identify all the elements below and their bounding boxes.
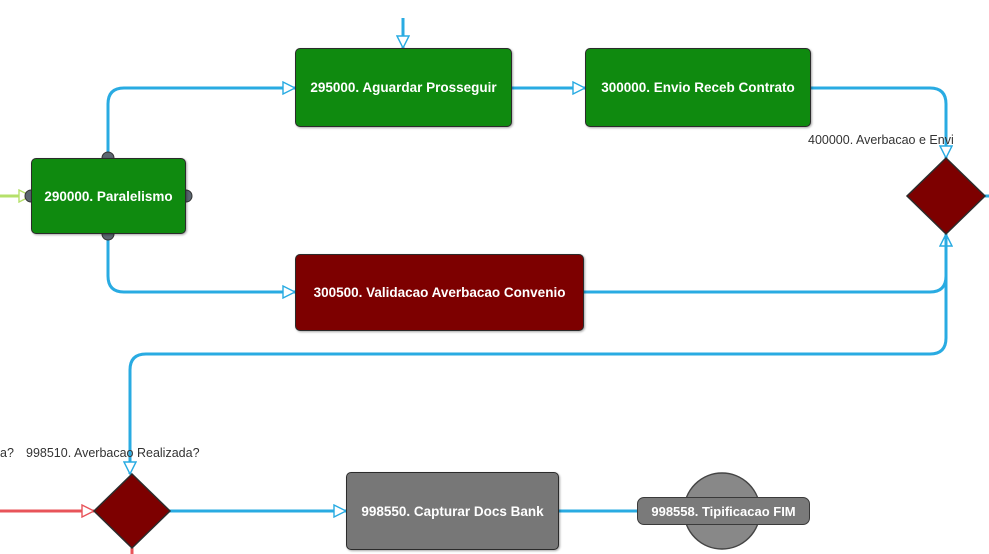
gateway-bottom-label: 998510. Averbacao Realizada? — [26, 446, 200, 460]
edge-paralelismo-validacao — [106, 234, 295, 292]
task-capturar-label: 998550. Capturar Docs Bank — [361, 503, 544, 519]
gateway-averbacao-envio[interactable] — [905, 156, 987, 236]
edge-validacao-gateway — [584, 234, 946, 294]
gateway-bottom-prefix-label: a? — [0, 446, 14, 460]
task-aguardar-prosseguir[interactable]: 295000. Aguardar Prosseguir — [295, 48, 512, 127]
task-validacao-averbacao-convenio[interactable]: 300500. Validacao Averbacao Convenio — [295, 254, 584, 331]
task-envio-receb-contrato[interactable]: 300000. Envio Receb Contrato — [585, 48, 811, 127]
task-envio-label: 300000. Envio Receb Contrato — [601, 80, 795, 95]
task-paralelismo-label: 290000. Paralelismo — [44, 188, 173, 204]
gateway-top-label: 400000. Averbacao e Envi — [808, 133, 954, 147]
task-aguardar-label: 295000. Aguardar Prosseguir — [310, 80, 497, 95]
edge-gateway-loop — [130, 234, 948, 474]
edge-envio-gateway — [811, 86, 946, 158]
task-validacao-label: 300500. Validacao Averbacao Convenio — [313, 285, 566, 300]
gateway-averbacao-realizada[interactable] — [92, 472, 172, 550]
task-paralelismo[interactable]: 290000. Paralelismo — [31, 158, 186, 234]
end-event-label: 998558. Tipificacao FIM — [651, 503, 796, 519]
task-capturar-docs-bank[interactable]: 998550. Capturar Docs Bank — [346, 472, 559, 550]
end-event-tipificacao-fim[interactable]: 998558. Tipificacao FIM — [637, 497, 810, 525]
edge-paralelismo-aguardar — [106, 88, 295, 158]
